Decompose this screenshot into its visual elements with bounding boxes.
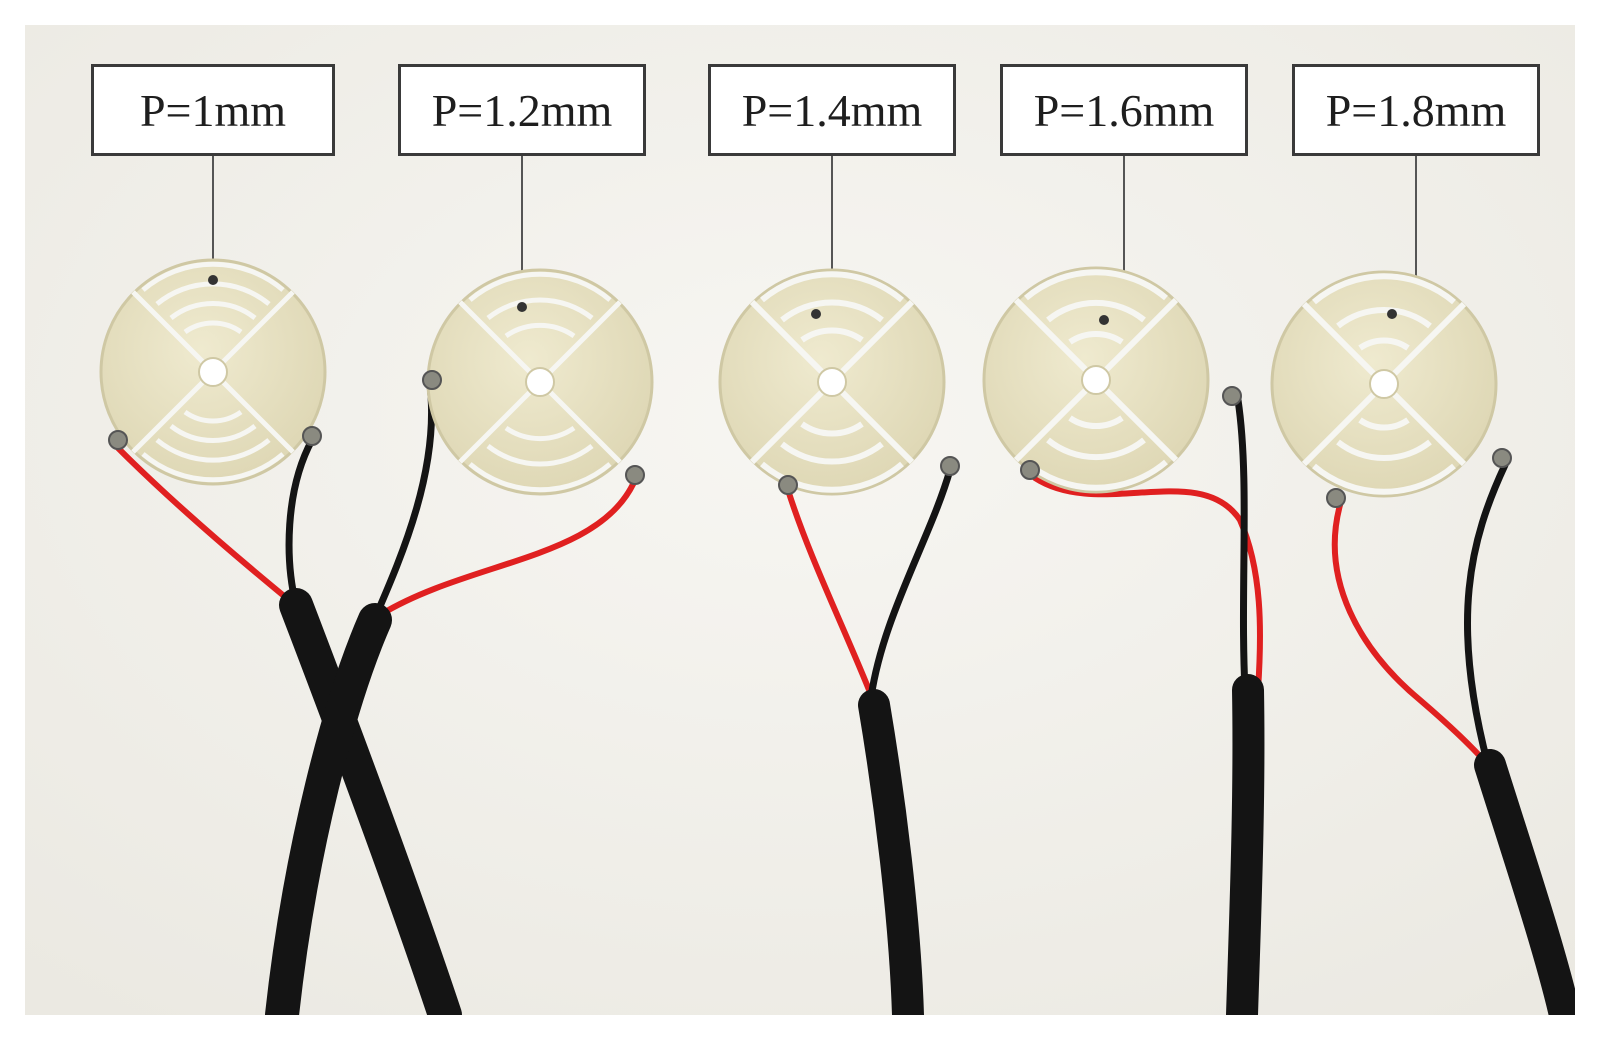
pitch-label-1-8mm: P=1.8mm xyxy=(1292,64,1540,156)
pitch-label-text: P=1.8mm xyxy=(1325,84,1507,136)
pitch-label-text: P=1.6mm xyxy=(1033,84,1215,136)
sensor-disc-3 xyxy=(718,268,946,496)
pitch-label-1mm: P=1mm xyxy=(91,64,335,156)
cables xyxy=(115,381,1575,1015)
pitch-label-text: P=1mm xyxy=(139,84,287,136)
pitch-label-1-4mm: P=1.4mm xyxy=(708,64,956,156)
sensor-disc-4 xyxy=(982,266,1210,494)
solder-joints xyxy=(108,370,1512,508)
pitch-label-1-2mm: P=1.2mm xyxy=(398,64,646,156)
pitch-label-text: P=1.4mm xyxy=(741,84,923,136)
sensor-disc-2 xyxy=(426,268,654,496)
pitch-label-text: P=1.2mm xyxy=(431,84,613,136)
sensor-disc-1 xyxy=(99,258,327,486)
sensor-disc-5 xyxy=(1270,270,1498,498)
pitch-label-1-6mm: P=1.6mm xyxy=(1000,64,1248,156)
